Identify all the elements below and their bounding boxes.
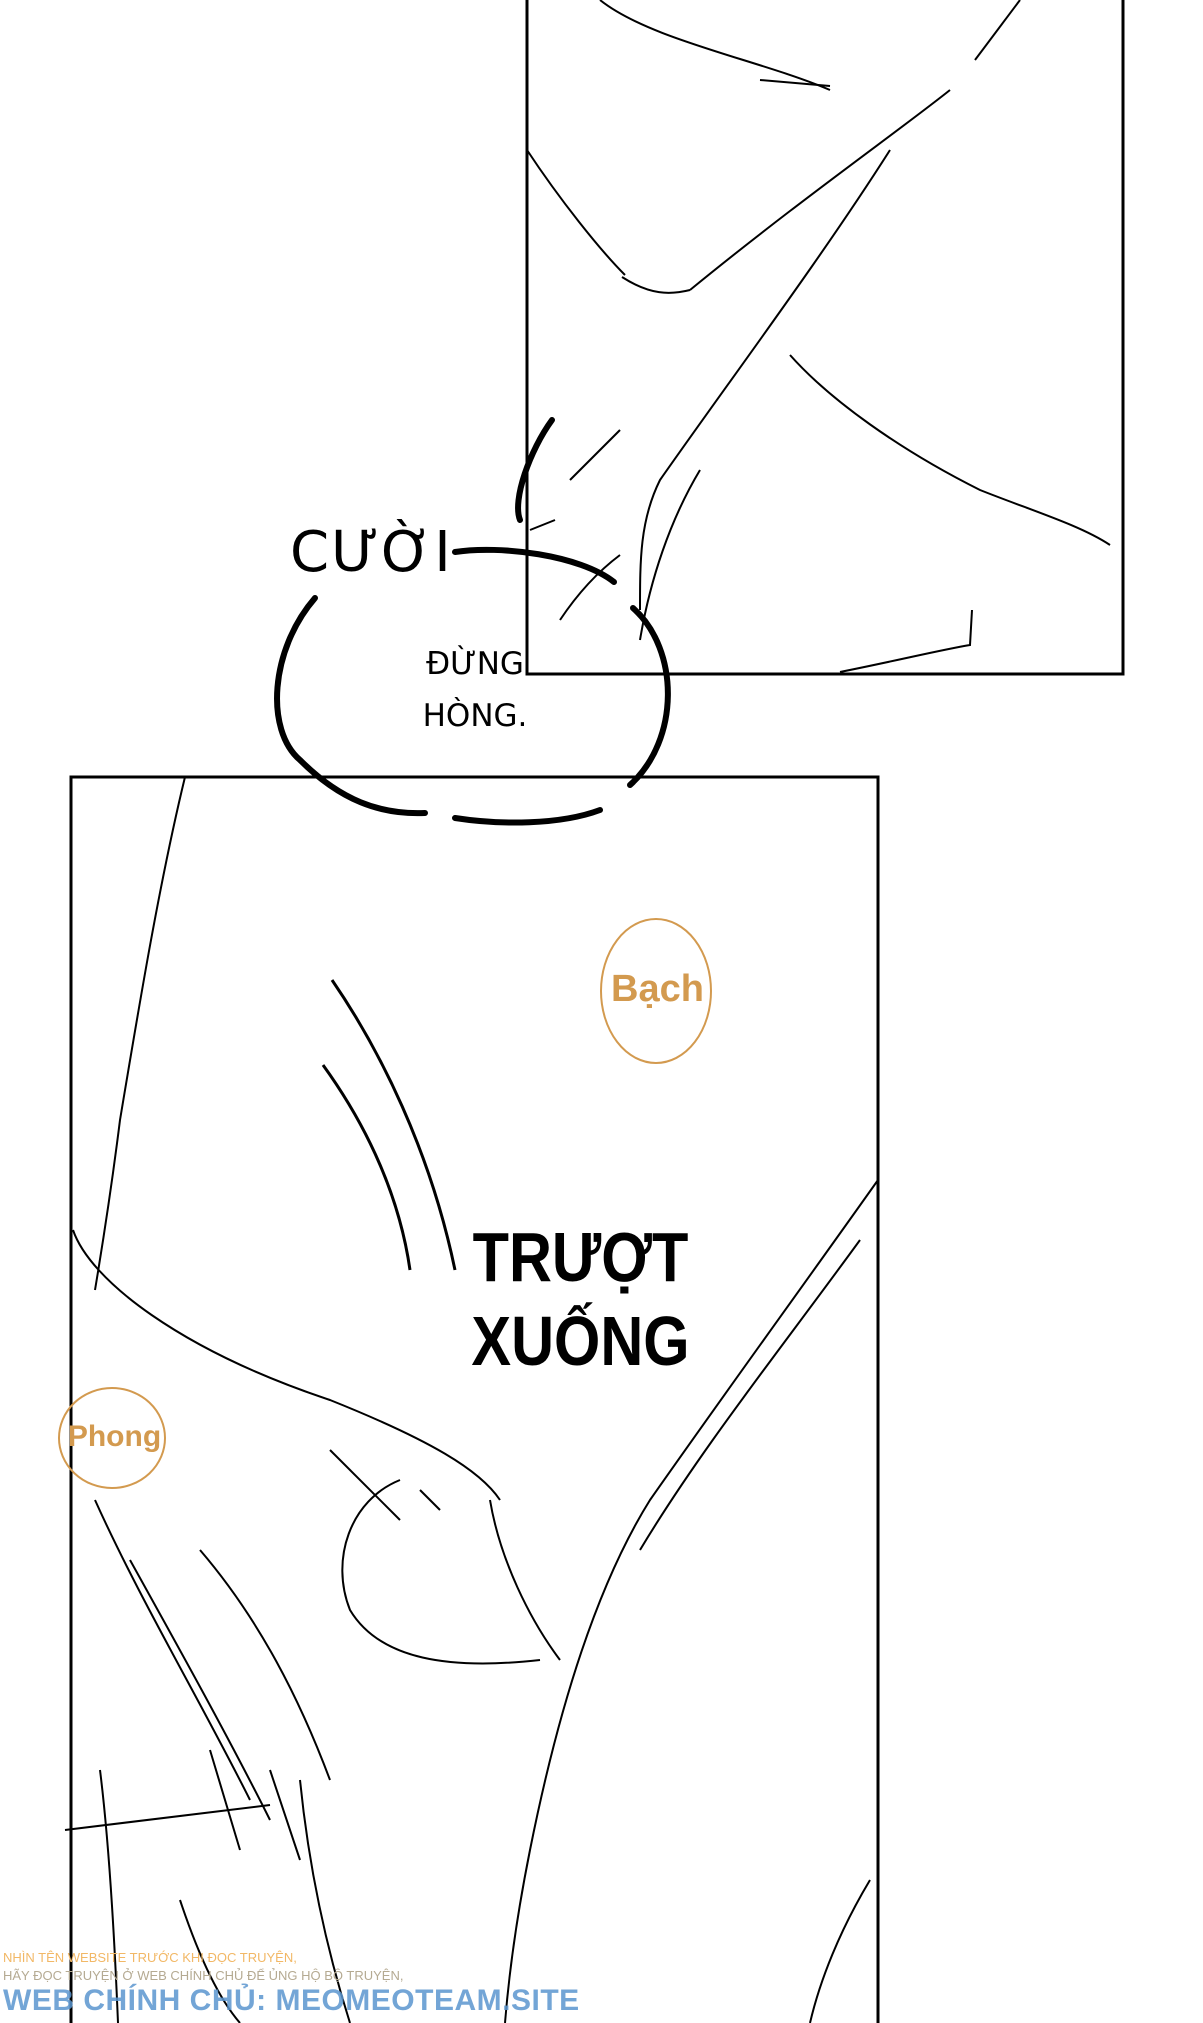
sfx-slide: TRƯỢT XUỐNG [470,1215,691,1383]
watermark-line-2: HÃY ĐỌC TRUYỆN Ở WEB CHÍNH CHỦ ĐỂ ỦNG HỘ… [3,1968,404,1983]
speech-line-1: ĐỪNG [426,646,524,682]
watermark-site: WEB CHÍNH CHỦ: MEOMEOTEAM.SITE [3,1984,580,2017]
character-tag-phong: Phong [67,1420,162,1453]
sfx-laugh: CƯỜI [290,520,453,585]
bottom-panel-sketch [64,776,879,2023]
watermark-line-1: NHÌN TÊN WEBSITE TRƯỚC KHI ĐỌC TRUYỆN, [3,1950,297,1965]
bottom-panel-border [69,775,880,2023]
sfx-slide-line-2: XUỐNG [471,1302,690,1380]
speech-bubble-outline [274,417,671,826]
sfx-slide-line-1: TRƯỢT [472,1218,689,1296]
speech-line-2: HÒNG. [422,698,528,734]
top-panel-border [525,0,1125,676]
bach-tag-circle [600,918,712,1064]
character-tag-bach: Bạch [611,968,704,1010]
phong-tag-circle [58,1387,166,1489]
speech-bubble: ĐỪNG HÒNG. [370,638,580,742]
top-panel-sketch [526,0,1111,673]
